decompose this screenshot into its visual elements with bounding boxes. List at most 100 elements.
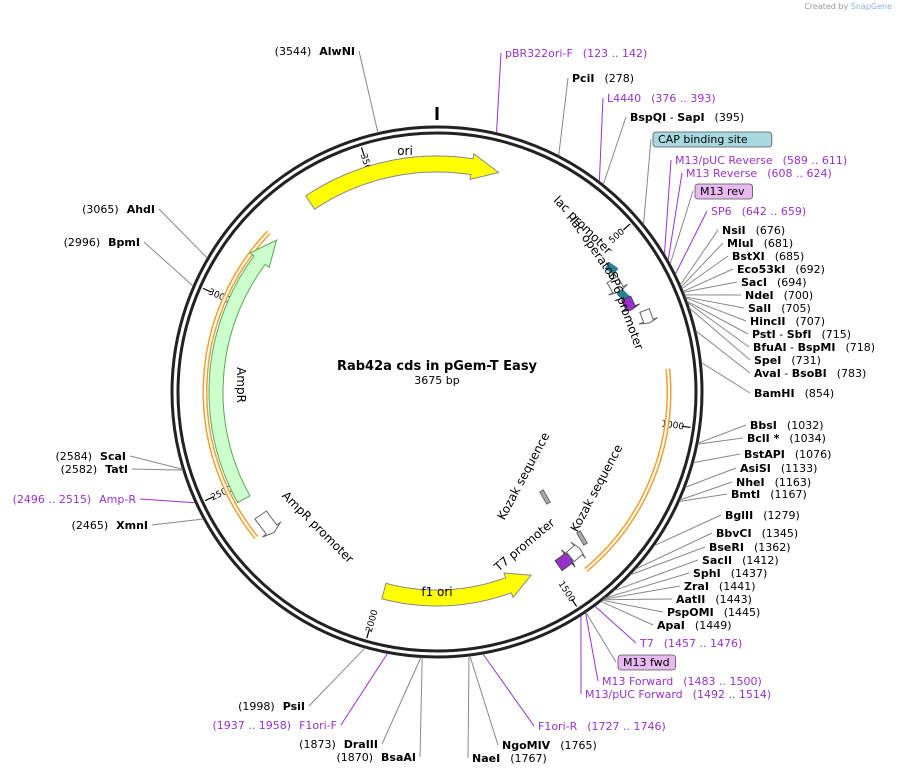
label-name: F1ori-R — [538, 720, 578, 733]
insert-orf-arc-inner — [585, 368, 670, 571]
label-text: PstI - SbfI(715) — [752, 328, 851, 341]
site-label-m13-forward: M13 Forward(1483 .. 1500) — [602, 675, 762, 688]
site-label-aatii: AatII(1443) — [676, 593, 752, 606]
leader-line — [131, 468, 183, 471]
leader-line — [308, 647, 366, 707]
site-label-bbvci: BbvCI(1345) — [716, 527, 798, 540]
label-name: pBR322ori-F — [505, 47, 573, 60]
label-text: (3544) AlwNI — [275, 45, 355, 58]
label-pos: (123 .. 142) — [583, 47, 648, 60]
site-label-ahdi: (3065)AhdI — [82, 203, 155, 216]
tick-mark — [202, 287, 212, 293]
label-name: AlwNI — [319, 45, 355, 58]
snapgene-credit: Created by SnapGene — [804, 2, 892, 11]
t7-promoter-feature — [554, 549, 576, 572]
site-label-m13-puc-forward: M13/pUC Forward(1492 .. 1514) — [585, 688, 771, 701]
label-pos: (3544) — [275, 45, 312, 58]
site-label-f1ori-f: (1937 .. 1958)F1ori-F — [213, 719, 338, 732]
label-name: PspOMI — [667, 606, 714, 619]
label-text: HincII(707) — [750, 315, 825, 328]
site-label-eco53ki: Eco53kI(692) — [737, 263, 825, 276]
label-text: BglII(1279) — [725, 509, 800, 522]
label-pos: (685) — [775, 250, 805, 263]
leader-line — [686, 300, 749, 335]
f1-ori-feature — [381, 572, 533, 607]
site-label-bpmi: (2996)BpmI — [64, 236, 140, 249]
feature-label-kozak-sequence: Kozak sequence — [495, 430, 553, 522]
label-name: NgoMIV — [502, 739, 551, 752]
site-label-bstapi: BstAPI(1076) — [744, 448, 831, 461]
tick-label: 1500 — [556, 580, 577, 605]
label-text: BamHI(854) — [754, 387, 834, 400]
site-label-m13-puc-reverse: M13/pUC Reverse(589 .. 611) — [675, 154, 847, 167]
leader-line — [605, 572, 690, 599]
label-pos: (783) — [837, 367, 867, 380]
label-name: M13/pUC Reverse — [675, 154, 773, 167]
leader-line — [585, 612, 617, 663]
label-name: NaeI — [472, 752, 500, 765]
site-label-cap-binding-site: CAP binding site — [652, 131, 773, 148]
label-text: ApaI(1449) — [657, 619, 731, 632]
label-name: ApaI — [657, 619, 685, 632]
leader-line — [358, 50, 379, 133]
label-name: BamHI — [754, 387, 795, 400]
site-label-bglii: BglII(1279) — [725, 509, 800, 522]
credit-brand: SnapGene — [850, 2, 892, 11]
label-pos: (707) — [796, 315, 826, 328]
label-name: ScaI — [100, 450, 126, 463]
label-text: L4440(376 .. 393) — [607, 92, 716, 105]
label-text: (2582)TatI — [61, 463, 128, 476]
label-text: BspQI - SapI(395) — [630, 111, 744, 124]
leader-line — [643, 138, 652, 225]
label-text: BmtI(1167) — [731, 488, 807, 501]
site-label-psii: (1998)PsiI — [238, 700, 305, 713]
feature-label-ori: ori — [397, 144, 413, 158]
leader-line — [693, 453, 741, 464]
label-text: Eco53kI(692) — [737, 263, 825, 276]
label-name: NheI — [736, 476, 765, 489]
site-label-bamhi: BamHI(854) — [754, 387, 834, 400]
label-name: PsiI — [283, 700, 305, 713]
site-label-alwni: (3544) AlwNI — [275, 45, 355, 58]
label-name: M13 Reverse — [686, 167, 757, 180]
site-label-bsaai: (1870)BsaAI — [336, 751, 416, 764]
leader-line — [680, 242, 724, 288]
label-pos: (608 .. 624) — [767, 167, 832, 180]
label-name: M13 fwd — [623, 656, 670, 669]
sp6-promoter-feature — [620, 295, 640, 313]
label-pos: (681) — [764, 237, 794, 250]
label-name: SpeI — [754, 354, 781, 367]
label-sep: - — [776, 328, 787, 341]
site-label-bstxi: BstXI(685) — [732, 250, 804, 263]
label-name: SalI — [748, 302, 771, 315]
label-pos: (705) — [781, 302, 811, 315]
label-pos: (731) — [791, 354, 821, 367]
leader-line — [689, 307, 751, 361]
leader-line — [701, 362, 751, 394]
feature-label-ampr: AmpR — [234, 367, 248, 403]
label-pos: (376 .. 393) — [651, 92, 716, 105]
leader-line — [685, 296, 745, 309]
label-pos: (1937 .. 1958) — [213, 719, 292, 732]
tick-mark — [622, 223, 631, 231]
site-label-psti: PstI - SbfI(715) — [752, 328, 851, 341]
label-pos: (1034) — [789, 432, 826, 445]
label-text: BbsI(1032) — [750, 419, 823, 432]
label-text: (1870)BsaAI — [336, 751, 416, 764]
label-text: SpeI (731) — [754, 354, 821, 367]
site-label-sp6: SP6(642 .. 659) — [711, 205, 806, 218]
label-text: (2996)BpmI — [64, 236, 140, 249]
leader-line — [630, 546, 706, 576]
site-label-nhei: NheI(1163) — [736, 476, 811, 489]
leader-line — [467, 656, 470, 759]
site-label-pbr322ori-f: pBR322ori-F (123 .. 142) — [505, 47, 647, 60]
label-text: BseRI(1362) — [709, 541, 791, 554]
label-sep: - — [666, 111, 677, 124]
label-text: BbvCI(1345) — [716, 527, 798, 540]
site-label-bseri: BseRI(1362) — [709, 541, 791, 554]
leader-line — [129, 455, 183, 470]
label-pos: (2582) — [61, 463, 98, 476]
site-label-naei: NaeI(1767) — [472, 752, 547, 765]
label-text: SphI(1437) — [693, 567, 767, 580]
leader-line — [685, 297, 747, 322]
